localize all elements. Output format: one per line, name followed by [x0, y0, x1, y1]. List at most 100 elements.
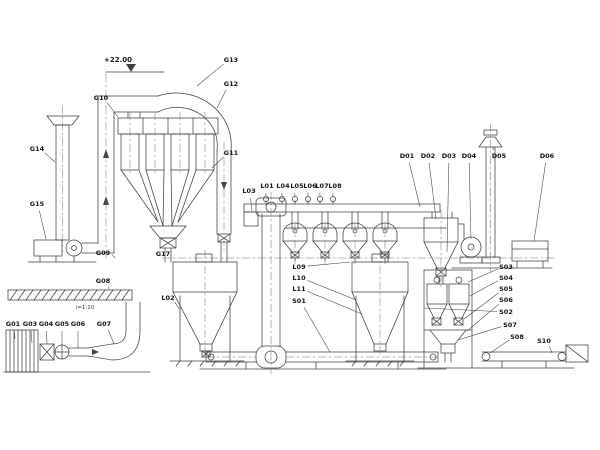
label-G13: G13 — [224, 56, 238, 64]
slope-note: i=1:10 — [76, 305, 95, 311]
leader-D01 — [409, 162, 421, 208]
label-D04: D04 — [462, 152, 477, 160]
riser-duct — [97, 73, 159, 259]
label-S10: S10 — [537, 337, 551, 345]
leader-G11 — [211, 156, 224, 169]
leader-D06 — [533, 162, 546, 242]
label-L06: L06 — [303, 182, 317, 190]
label-S05: S05 — [499, 285, 513, 293]
label-G03: G03 — [23, 320, 37, 328]
label-D06: D06 — [540, 152, 555, 160]
label-S03: S03 — [499, 263, 513, 271]
induced-draft-fan-left — [27, 239, 99, 263]
leader-L02 — [174, 302, 180, 310]
label-S06: S06 — [499, 296, 513, 304]
inclined-hatched-conveyor: i=1:10 — [7, 289, 133, 311]
leader-G04 — [46, 330, 48, 345]
label-L08: L08 — [328, 182, 342, 190]
label-leader-lines — [14, 63, 553, 354]
leader-S07 — [457, 326, 502, 341]
leader-S10 — [549, 346, 553, 354]
leader-G12 — [216, 89, 227, 109]
label-S08: S08 — [510, 333, 524, 341]
label-G10: G10 — [94, 94, 109, 102]
leader-S06 — [466, 303, 499, 332]
leader-D02 — [428, 162, 437, 220]
overhead-arc-duct — [157, 92, 232, 151]
label-G12: G12 — [224, 80, 238, 88]
feed-system — [3, 301, 151, 373]
cyclone-rotary-valve — [159, 237, 177, 263]
label-L01: L01 — [260, 182, 274, 190]
label-G08: G08 — [96, 277, 111, 285]
label-G04: G04 — [39, 320, 54, 328]
label-D02: D02 — [421, 152, 435, 160]
leader-D03 — [446, 162, 450, 253]
label-S01: S01 — [292, 297, 306, 305]
leader-G14 — [44, 152, 56, 163]
product-hopper-left — [169, 249, 245, 367]
right-cyclone-unit — [423, 209, 459, 289]
product-hopper-right — [345, 249, 415, 367]
leader-G10 — [107, 102, 119, 118]
elevation-marker: +22.00 — [104, 56, 165, 73]
label-L10: L10 — [292, 274, 306, 282]
silencer-box — [507, 240, 553, 269]
exhaust-fan-right — [451, 223, 515, 269]
exhaust-stack-left — [46, 105, 80, 253]
label-D05: D05 — [492, 152, 507, 160]
label-G05: G05 — [55, 320, 70, 328]
label-G09: G09 — [96, 249, 111, 257]
label-L11: L11 — [292, 285, 306, 293]
leader-S05 — [463, 292, 499, 320]
label-G15: G15 — [30, 200, 45, 208]
label-L02: L02 — [161, 294, 174, 302]
leader-G15 — [39, 210, 47, 240]
leader-L09 — [307, 261, 351, 267]
overhead-feed-duct — [243, 196, 447, 230]
leader-L03 — [250, 197, 253, 212]
label-S07: S07 — [503, 321, 517, 329]
leader-D04 — [468, 162, 472, 240]
label-D03: D03 — [442, 152, 456, 160]
screw-conveyor — [199, 351, 447, 370]
elevation-label: +22.00 — [104, 56, 132, 64]
packing-station — [417, 269, 479, 369]
label-S04: S04 — [499, 274, 513, 282]
label-G14: G14 — [30, 145, 45, 153]
label-G07: G07 — [97, 320, 111, 328]
bagging-conveyor — [477, 344, 589, 369]
downcomer-pipe — [216, 141, 232, 263]
leader-G13 — [196, 63, 224, 87]
leader-S02 — [423, 307, 498, 312]
leader-S04 — [469, 280, 498, 297]
label-L05: L05 — [290, 182, 304, 190]
bucket-elevator — [243, 191, 287, 375]
label-G01: G01 — [6, 320, 21, 328]
leader-G07 — [108, 330, 115, 345]
label-L07: L07 — [315, 182, 328, 190]
leader-S03 — [467, 269, 498, 283]
leader-L11 — [307, 291, 363, 315]
leader-G01 — [14, 330, 16, 340]
leader-L10 — [307, 280, 357, 301]
leader-D05 — [491, 146, 495, 151]
label-L04: L04 — [276, 182, 290, 190]
leader-G03 — [30, 330, 33, 344]
label-L09: L09 — [292, 263, 306, 271]
label-G06: G06 — [71, 320, 86, 328]
label-L03: L03 — [242, 187, 255, 195]
rotary-feeder-units — [282, 222, 398, 267]
exhaust-stack-right — [478, 123, 503, 273]
label-G17: G17 — [156, 250, 170, 258]
label-G11: G11 — [224, 149, 239, 157]
cyclone-battery — [117, 111, 219, 239]
leader-G09 — [111, 254, 116, 259]
label-D01: D01 — [400, 152, 415, 160]
equipment-linework: +22.00 — [3, 56, 589, 375]
leader-S01 — [303, 306, 331, 353]
label-S02: S02 — [499, 308, 513, 316]
